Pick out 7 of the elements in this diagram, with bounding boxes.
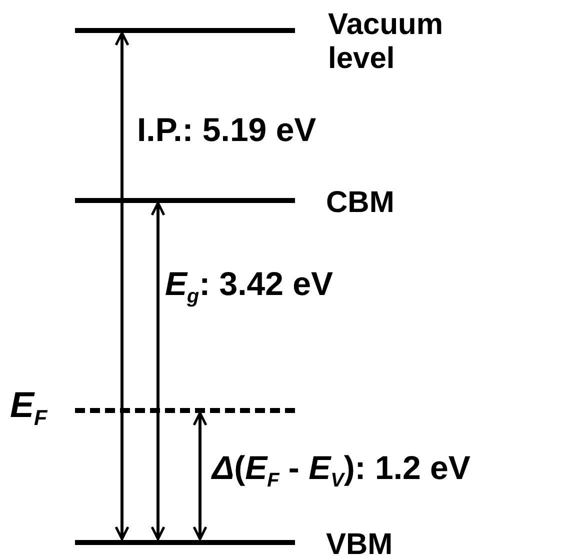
double-headed-arrow <box>114 32 130 540</box>
double-headed-arrow <box>192 412 208 540</box>
level-label: CBM <box>326 186 394 220</box>
double-headed-arrow <box>150 202 166 540</box>
level-label: Vacuum level <box>328 8 444 76</box>
level-label: VBM <box>326 528 393 558</box>
level-label: E$_{F}$ <box>10 388 48 432</box>
